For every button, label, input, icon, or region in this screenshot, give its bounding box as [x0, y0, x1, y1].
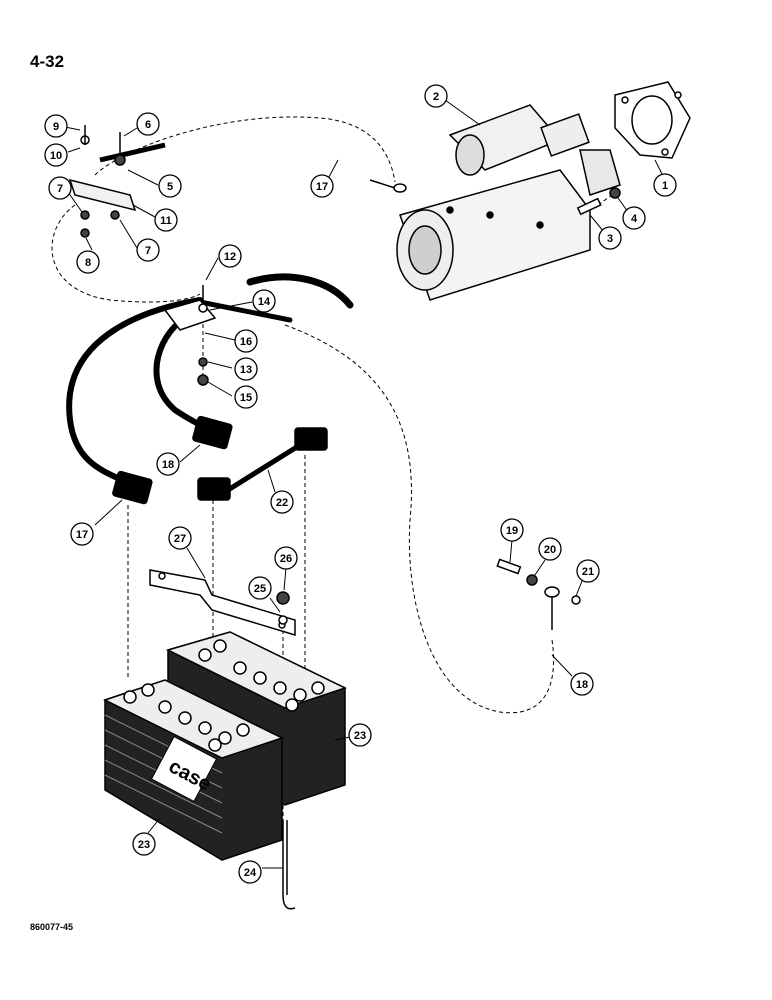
- svg-text:15: 15: [240, 392, 252, 404]
- callout-22: 22: [270, 490, 294, 514]
- boot-18: [192, 415, 233, 450]
- route-cable-18: [284, 324, 555, 714]
- ground-bracket: [68, 125, 166, 238]
- callout-3: 3: [598, 226, 622, 250]
- callout-23-left: 23: [132, 832, 156, 856]
- battery-logo: [150, 735, 218, 803]
- callout-17-upper: 17: [310, 174, 334, 198]
- callout-13: 13: [234, 357, 258, 381]
- callout-15: 15: [234, 385, 258, 409]
- svg-text:24: 24: [244, 867, 257, 879]
- callout-24: 24: [238, 860, 262, 884]
- callout-26: 26: [274, 546, 298, 570]
- cable-17: [66, 297, 203, 483]
- callout-25: 25: [248, 576, 272, 600]
- callout-9: 9: [44, 114, 68, 138]
- svg-text:9: 9: [53, 121, 59, 133]
- callout-19: 19: [500, 518, 524, 542]
- cable-main-upper: [246, 273, 354, 309]
- svg-text:18: 18: [162, 459, 174, 471]
- callout-17-lower: 17: [70, 522, 94, 546]
- cable-clamp: [163, 285, 217, 386]
- svg-text:16: 16: [240, 336, 252, 348]
- svg-text:10: 10: [50, 150, 62, 162]
- callout-5: 5: [158, 174, 182, 198]
- callout-21: 21: [576, 559, 600, 583]
- callout-10: 10: [44, 143, 68, 167]
- callout-18-right: 18: [570, 672, 594, 696]
- svg-text:19: 19: [506, 525, 518, 537]
- svg-text:1: 1: [662, 180, 668, 192]
- svg-text:3: 3: [607, 233, 613, 245]
- callout-7-upper: 7: [48, 176, 72, 200]
- svg-text:7: 7: [57, 183, 63, 195]
- starter-motor: [396, 104, 621, 301]
- callout-8: 8: [76, 250, 100, 274]
- page-number: 4-32: [30, 52, 65, 71]
- battery-rear-caps: [198, 639, 325, 712]
- svg-text:25: 25: [254, 583, 266, 595]
- boot-22b: [294, 427, 328, 451]
- callout-7-lower: 7: [136, 238, 160, 262]
- callout-16: 16: [234, 329, 258, 353]
- svg-text:5: 5: [167, 181, 173, 193]
- cable-17-lug: [369, 179, 407, 193]
- hold-down-hardware: [276, 591, 290, 625]
- leader-lines: [64, 99, 666, 869]
- svg-text:14: 14: [258, 296, 271, 308]
- boot-22a: [197, 477, 231, 501]
- svg-text:20: 20: [544, 544, 556, 556]
- starter-bolt: [576, 197, 602, 216]
- svg-text:27: 27: [174, 533, 186, 545]
- terminal-boots: [112, 415, 328, 505]
- figure-code: 860077-45: [30, 922, 74, 932]
- svg-text:4: 4: [631, 213, 638, 225]
- svg-text:13: 13: [240, 364, 252, 376]
- route-cable-17-upper: [94, 116, 396, 183]
- callout-6: 6: [136, 112, 160, 136]
- callout-20: 20: [538, 537, 562, 561]
- svg-text:7: 7: [145, 245, 151, 257]
- starter-nut: [609, 187, 621, 199]
- starter-gasket: [614, 81, 691, 159]
- svg-text:6: 6: [145, 119, 151, 131]
- cable-22: [226, 442, 302, 493]
- svg-text:17: 17: [316, 181, 328, 193]
- svg-text:12: 12: [224, 251, 236, 263]
- j-bolt: [282, 820, 296, 910]
- svg-text:21: 21: [582, 566, 594, 578]
- callout-14: 14: [252, 289, 276, 313]
- callout-2: 2: [424, 84, 448, 108]
- hardware-19-21: [496, 558, 581, 630]
- cable-18: [153, 312, 211, 431]
- callout-4: 4: [622, 206, 646, 230]
- callout-1: 1: [653, 173, 677, 197]
- svg-text:26: 26: [280, 553, 292, 565]
- boot-17: [112, 470, 153, 505]
- svg-text:22: 22: [276, 497, 288, 509]
- callout-12: 12: [218, 244, 242, 268]
- route-bracket-loop: [51, 204, 201, 303]
- svg-text:18: 18: [576, 679, 588, 691]
- battery-caps: [123, 683, 250, 752]
- callout-23-right: 23: [348, 723, 372, 747]
- callout-18-left: 18: [156, 452, 180, 476]
- svg-text:11: 11: [160, 215, 172, 227]
- cable-upper-2: [197, 299, 293, 323]
- svg-text:8: 8: [85, 257, 91, 269]
- svg-text:17: 17: [76, 529, 88, 541]
- callout-11: 11: [154, 208, 178, 232]
- callout-27: 27: [168, 526, 192, 550]
- svg-text:23: 23: [354, 730, 366, 742]
- svg-text:2: 2: [433, 91, 439, 103]
- svg-text:23: 23: [138, 839, 150, 851]
